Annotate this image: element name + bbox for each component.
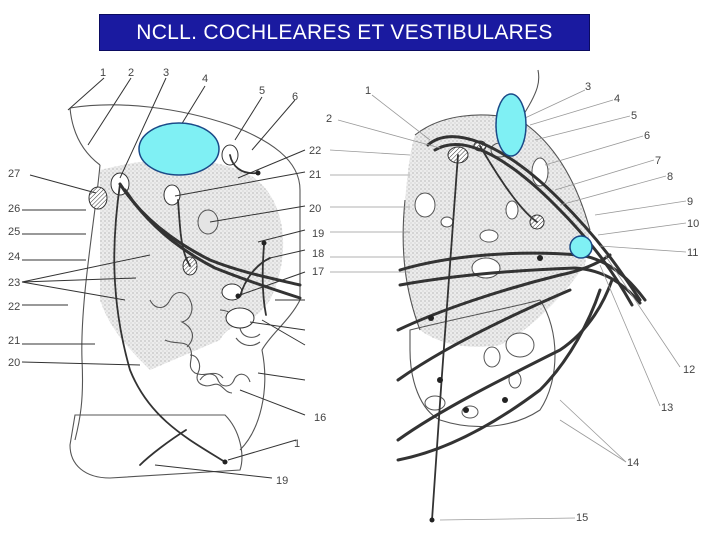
label-r11: 11 (687, 247, 698, 259)
label-r9: 9 (687, 196, 693, 208)
label-r12: 12 (683, 364, 695, 376)
label-l5: 5 (259, 85, 265, 97)
label-r2: 2 (326, 113, 332, 125)
highlight-circle (569, 235, 593, 259)
label-r8: 8 (667, 171, 673, 183)
label-r1: 1 (365, 85, 371, 97)
label-l1b: 1 (294, 438, 300, 450)
label-l25: 25 (8, 226, 20, 238)
left-top-labels: 1 2 3 4 5 6 (100, 67, 298, 103)
right-figure-labels: 1 2 3 4 5 6 7 8 9 10 11 12 13 14 15 (326, 81, 699, 524)
label-l27: 27 (8, 168, 20, 180)
label-l2: 2 (128, 67, 134, 79)
label-r15: 15 (576, 512, 588, 524)
label-l24: 24 (8, 251, 20, 263)
label-l21r: 21 (309, 169, 321, 181)
label-r5: 5 (631, 110, 637, 122)
label-l6: 6 (292, 91, 298, 103)
label-l17r: 17 (312, 266, 324, 278)
highlight-oval-vertical (495, 93, 527, 157)
highlight-oval (138, 122, 220, 176)
label-l21: 21 (8, 335, 20, 347)
label-l1: 1 (100, 67, 106, 79)
label-r3: 3 (585, 81, 591, 93)
left-side-labels: 27 26 25 24 23 22 21 20 (8, 168, 20, 369)
label-r14: 14 (627, 457, 639, 469)
label-r6: 6 (644, 130, 650, 142)
label-l23: 23 (8, 277, 20, 289)
label-r10: 10 (687, 218, 699, 230)
label-l19r: 19 (312, 228, 324, 240)
right-brainstem-section (329, 69, 687, 523)
label-l26: 26 (8, 203, 20, 215)
label-r7: 7 (655, 155, 661, 167)
page-title: NCLL. COCHLEARES ET VESTIBULARES (136, 20, 553, 44)
label-l20: 20 (8, 357, 20, 369)
label-l16r: 16 (314, 412, 326, 424)
left-right-labels: 22 21 20 19 18 17 16 1 19 (276, 145, 326, 487)
label-l22: 22 (8, 301, 20, 313)
label-l3: 3 (163, 67, 169, 79)
label-l4: 4 (202, 73, 208, 85)
label-r4: 4 (614, 93, 620, 105)
label-r13: 13 (661, 402, 673, 414)
title-banner: NCLL. COCHLEARES ET VESTIBULARES (99, 14, 590, 51)
label-l19b: 19 (276, 475, 288, 487)
left-brainstem-section (21, 77, 306, 479)
label-l18r: 18 (312, 248, 324, 260)
label-l20r: 20 (309, 203, 321, 215)
label-l22r: 22 (309, 145, 321, 157)
